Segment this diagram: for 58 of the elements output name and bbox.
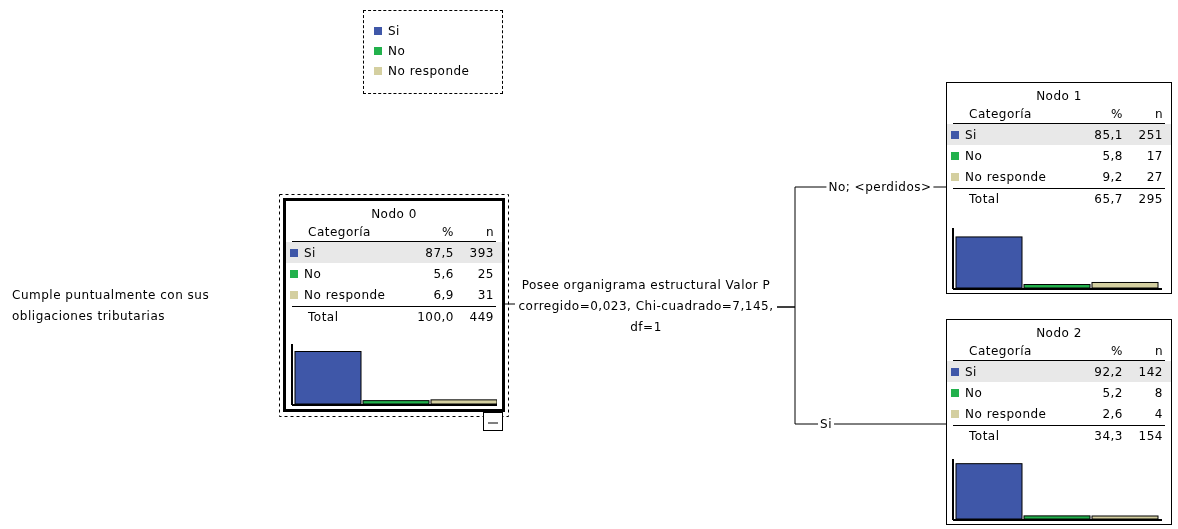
count-value: 251 — [1138, 127, 1163, 142]
category-label: No — [965, 385, 983, 400]
count-value: 25 — [477, 266, 494, 281]
legend-label: Si — [388, 23, 400, 40]
node-title: Nodo 2 — [1036, 326, 1082, 340]
percent-value: 9,2 — [1102, 169, 1123, 184]
tree-node-box — [946, 82, 1172, 294]
connector-line — [504, 303, 516, 305]
category-label: No — [304, 266, 322, 281]
column-header: % — [442, 225, 454, 239]
percent-value: 65,7 — [1094, 192, 1123, 206]
category-label: Si — [965, 127, 977, 142]
percent-value: 92,2 — [1094, 364, 1123, 379]
category-label: Total — [969, 429, 1000, 443]
count-value: 4 — [1154, 406, 1163, 421]
edge-label: No; <perdidos> — [826, 180, 934, 194]
count-value: 449 — [469, 310, 494, 324]
category-label: Total — [969, 192, 1000, 206]
column-header: n — [485, 225, 494, 239]
column-header: Categoría — [969, 344, 1032, 358]
column-header: % — [1111, 344, 1123, 358]
count-value: 8 — [1154, 385, 1163, 400]
category-label: No responde — [304, 287, 386, 302]
percent-value: 5,8 — [1102, 148, 1123, 163]
percent-value: 2,6 — [1102, 406, 1123, 421]
category-label: No responde — [965, 406, 1047, 421]
target-variable-label: Cumple puntualmente con sus obligaciones tributarias — [12, 287, 211, 325]
edge-label: Si — [818, 417, 834, 431]
count-value: 17 — [1146, 148, 1163, 163]
count-value: 31 — [477, 287, 494, 302]
node-title: Nodo 1 — [1036, 89, 1082, 103]
count-value: 154 — [1138, 429, 1163, 443]
percent-value: 87,5 — [425, 245, 454, 260]
percent-value: 34,3 — [1094, 429, 1123, 443]
percent-value: 85,1 — [1094, 127, 1123, 142]
column-header: n — [1154, 107, 1163, 121]
legend-label: No responde — [388, 63, 470, 80]
category-label: No responde — [965, 169, 1047, 184]
column-header: % — [1111, 107, 1123, 121]
column-header: Categoría — [969, 107, 1032, 121]
tree-node-box — [946, 319, 1172, 525]
count-value: 27 — [1146, 169, 1163, 184]
count-value: 295 — [1138, 192, 1163, 206]
category-label: No — [965, 148, 983, 163]
percent-value: 5,2 — [1102, 385, 1123, 400]
connector-line — [776, 306, 947, 425]
count-value: 142 — [1138, 364, 1163, 379]
legend-label: No — [388, 43, 406, 60]
column-header: n — [1154, 344, 1163, 358]
node-title: Nodo 0 — [371, 207, 417, 221]
percent-value: 5,6 — [433, 266, 454, 281]
category-label: Total — [308, 310, 339, 324]
percent-value: 100,0 — [417, 310, 454, 324]
category-label: Si — [965, 364, 977, 379]
column-header: Categoría — [308, 225, 371, 239]
category-label: Si — [304, 245, 316, 260]
count-value: 393 — [469, 245, 494, 260]
percent-value: 6,9 — [433, 287, 454, 302]
